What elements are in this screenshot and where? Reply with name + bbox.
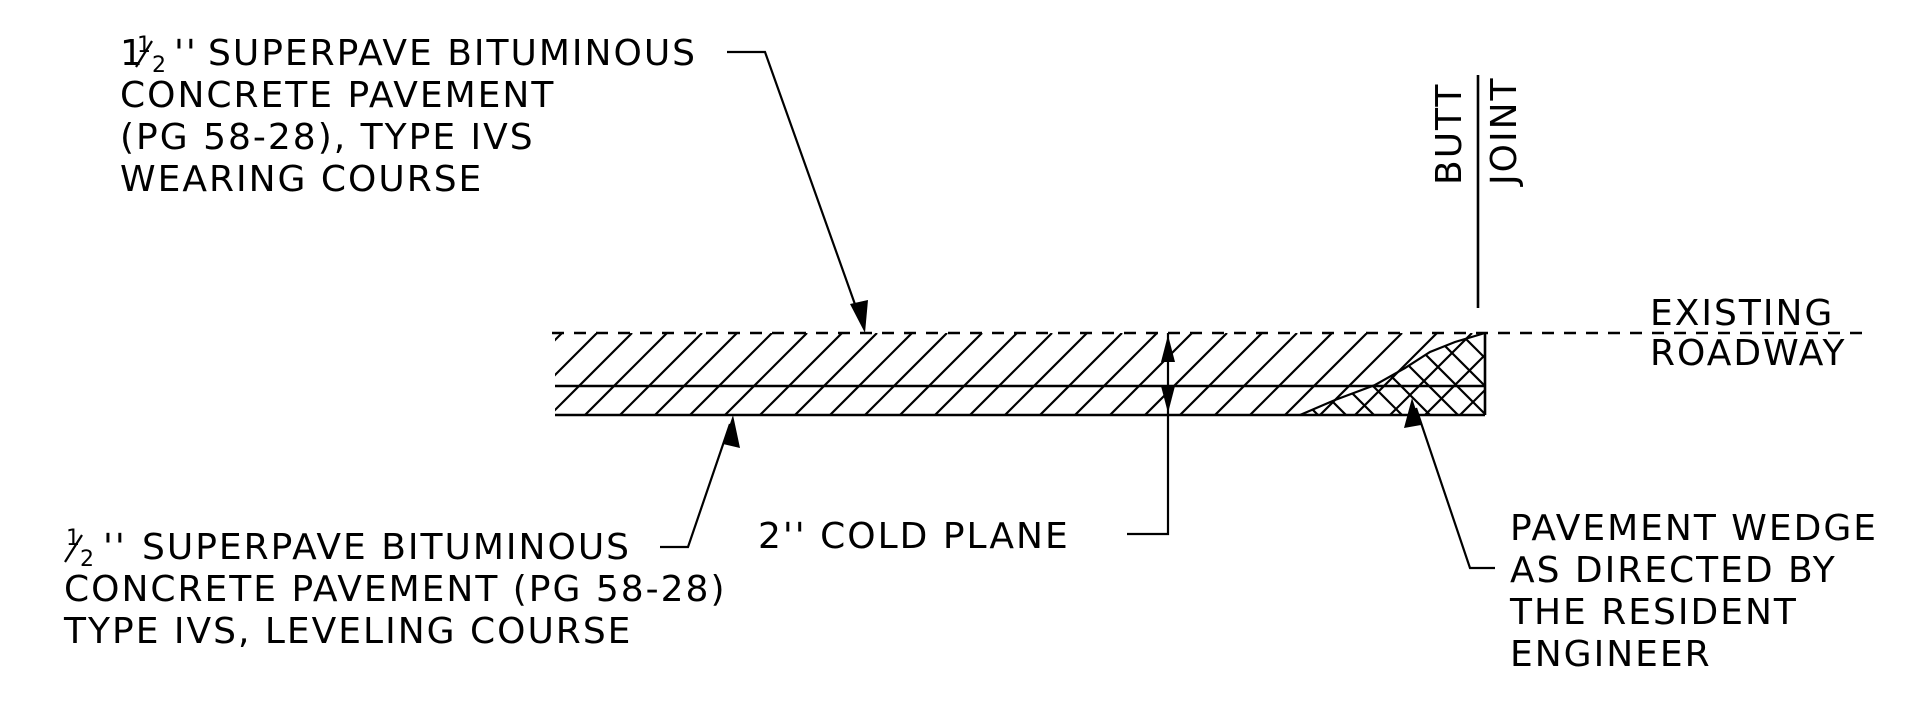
fraction-numerator: 1 [137,33,153,58]
pavement-wedge-outline [1299,331,1486,417]
wearing-course-line-4: WEARING COURSE [120,159,483,200]
hatch-line [1495,333,1577,415]
hatch-line [1074,333,1158,415]
leveling-course-label: 1 2 '' SUPERPAVE BITUMINOUS CONCRETE PAV… [63,526,727,652]
cold-plane-label: 2'' COLD PLANE [758,516,1070,557]
hatch-line [619,333,703,415]
fraction-unit: '' [103,527,127,568]
hatch-line [1249,333,1333,415]
butt-joint-word-1: BUTT [1429,83,1470,185]
cold-plane-leader [1127,415,1170,536]
hatch-line [1214,333,1298,415]
hatch-line [1109,333,1193,415]
hatch-line [1179,333,1263,415]
pavement-wedge-arrowhead [1404,398,1421,428]
fraction-denominator: 2 [80,547,96,572]
hatch-line [969,333,1053,415]
wearing-course-line-3: (PG 58-28), TYPE IVS [120,117,535,158]
hatch-line [689,333,773,415]
leveling-course-line-2: CONCRETE PAVEMENT (PG 58-28) [64,569,727,610]
butt-joint-word-2: JOINT [1484,77,1525,188]
fraction-bar [64,534,83,563]
hatch-line [1144,333,1228,415]
pavement-wedge-label: PAVEMENT WEDGE AS DIRECTED BY THE RESIDE… [1509,508,1878,675]
hatch-line [1004,333,1088,415]
hatch-line [1424,353,1485,415]
cross-hatch-line [1300,333,1347,415]
leveling-course-line-1: SUPERPAVE BITUMINOUS [142,527,631,568]
hatch-line [1039,333,1123,415]
leveling-course-line-3: TYPE IVS, LEVELING COURSE [63,611,632,652]
hatch-line [654,333,738,415]
cold-plane-arrowhead-up [1161,335,1175,362]
hatch-line [899,333,983,415]
hatch-line [584,333,668,415]
hatch-line [934,333,1018,415]
hatch-line [794,333,878,415]
hatch-line [555,333,598,377]
pavement-wedge-line-2: AS DIRECTED BY [1510,550,1837,591]
wearing-course-arrowhead [850,300,868,333]
cross-hatch-line [1516,333,1598,415]
leveling-course-arrowhead [723,415,740,448]
hatch-line [555,333,633,412]
pavement-wedge-line-4: ENGINEER [1510,634,1712,675]
leaders [660,50,1495,570]
wearing-course-line-2: CONCRETE PAVEMENT [120,75,555,116]
existing-roadway-line-2: ROADWAY [1650,333,1847,374]
hatch-line [759,333,843,415]
butt-joint-label: BUTT JOINT [1429,77,1525,188]
leveling-course-leader [660,423,732,549]
hatch-line [724,333,808,415]
pavement-section [552,75,1870,417]
cold-plane-arrowhead-down [1161,386,1175,413]
pavement-wedge-line-3: THE RESIDENT [1509,592,1798,633]
pavement-wedge-leader [1414,407,1495,570]
wearing-course-line-1: SUPERPAVE BITUMINOUS [208,33,697,74]
hatch-line [555,333,563,342]
layer-hatching [555,333,1577,415]
fraction-bar [135,40,153,68]
hatch-line [829,333,913,415]
cross-hatch-line [1459,333,1485,415]
wearing-course-label: 1 1 2 '' SUPERPAVE BITUMINOUS CONCRETE P… [120,33,697,200]
existing-roadway-label: EXISTING ROADWAY [1650,293,1847,374]
existing-roadway-line-1: EXISTING [1650,293,1834,334]
cross-hatch-line [1488,333,1570,415]
pavement-wedge-line-1: PAVEMENT WEDGE [1510,508,1878,549]
hatch-line [1389,333,1473,415]
hatch-line [1284,333,1368,415]
fraction-denominator: 2 [152,53,168,78]
hatch-line [864,333,948,415]
wearing-course-leader [727,50,864,325]
fraction-unit: '' [174,33,198,74]
